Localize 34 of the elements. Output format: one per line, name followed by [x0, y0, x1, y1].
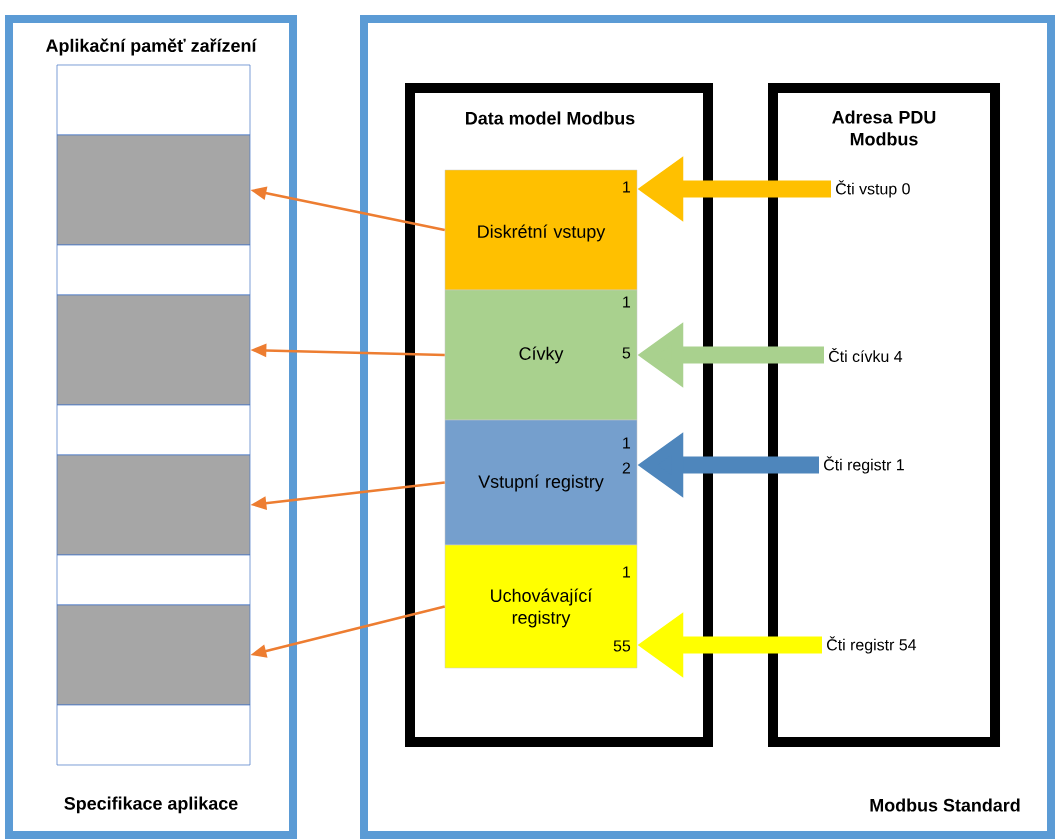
- address-box: [768, 83, 1000, 747]
- command-text: Čti registr 54: [827, 636, 917, 654]
- command-text: Čti registr 1: [824, 456, 904, 474]
- block-label: Diskrétní vstupy: [478, 224, 606, 242]
- memory-block: [56, 604, 251, 706]
- panel-footer: Modbus Standard: [870, 798, 1020, 812]
- memory-block: [56, 404, 251, 456]
- memory-block: [56, 704, 251, 766]
- block-label: Vstupní registry: [478, 474, 604, 492]
- address-number: 1: [623, 296, 630, 308]
- register-block: [444, 544, 638, 669]
- memory-block: [56, 454, 251, 556]
- address-number: 1: [623, 566, 630, 578]
- block-label: Cívky: [519, 346, 564, 364]
- box-heading: Data model Modbus: [466, 111, 635, 125]
- address-number: 1: [623, 437, 630, 449]
- command-text: Čti cívku 4: [829, 347, 903, 363]
- panel-footer: Specifikace aplikace: [64, 796, 238, 814]
- address-number: 55: [613, 640, 631, 652]
- memory-block: [56, 294, 251, 406]
- register-block: [444, 419, 638, 546]
- memory-block: [56, 64, 251, 136]
- register-block: [444, 169, 638, 291]
- address-number: 1: [623, 181, 630, 193]
- address-number: 5: [622, 347, 631, 359]
- block-label: Uchovávající registry: [491, 588, 593, 628]
- memory-block: [56, 134, 251, 246]
- box-heading: Adresa PDU Modbus: [832, 110, 936, 146]
- panel-heading: Aplikační paměť zařízení: [46, 38, 257, 56]
- command-text: Čti vstup 0: [836, 180, 910, 198]
- memory-block: [56, 244, 251, 296]
- memory-block: [56, 554, 251, 606]
- register-block: [444, 289, 638, 421]
- address-number: 2: [622, 462, 630, 474]
